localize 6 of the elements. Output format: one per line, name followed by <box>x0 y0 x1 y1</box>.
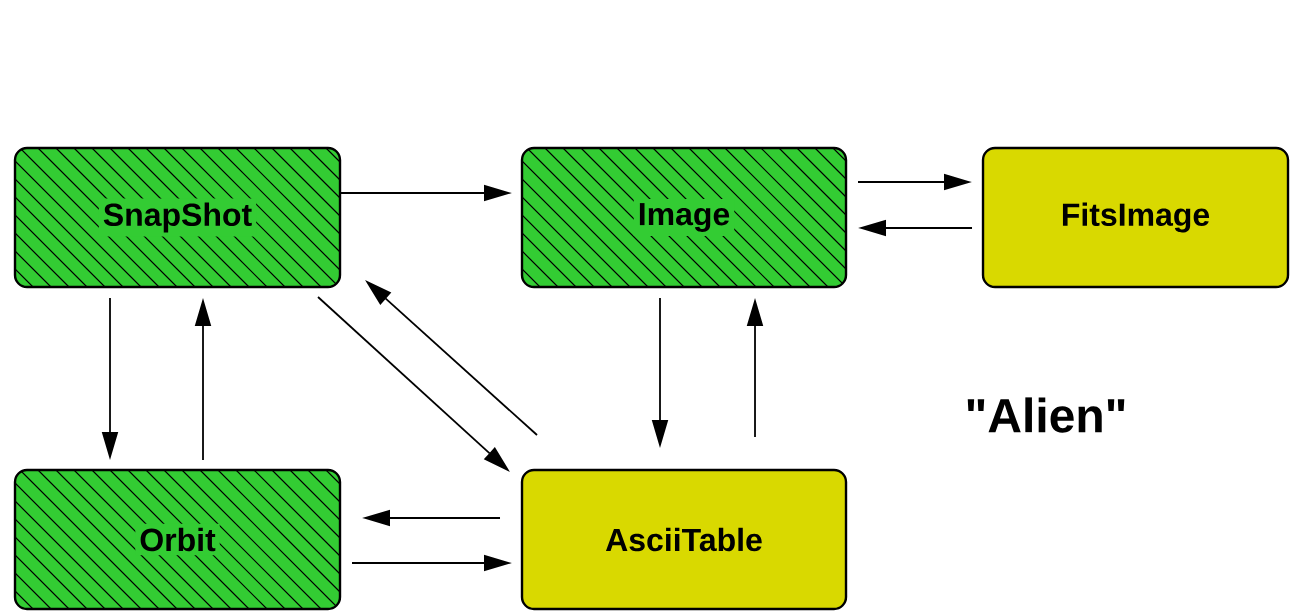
process-box: SnapShot <box>13 146 342 289</box>
process-box: Image <box>520 146 848 289</box>
process-box: Orbit <box>13 468 342 611</box>
label-text: "Alien" <box>967 397 1125 433</box>
process-box: AsciiTable <box>520 468 848 611</box>
process-box: FitsImage <box>981 146 1290 289</box>
